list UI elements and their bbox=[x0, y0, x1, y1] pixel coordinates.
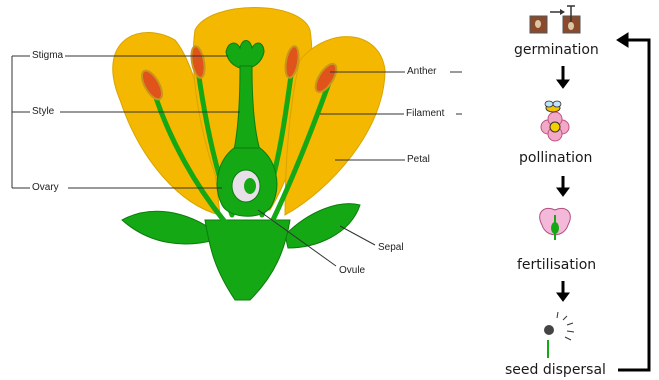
arrow-down-3 bbox=[557, 281, 569, 301]
ovary-label: Ovary bbox=[32, 182, 59, 193]
stage-germination: germination bbox=[514, 42, 599, 58]
petal-label: Petal bbox=[407, 154, 430, 165]
stage-seed-dispersal: seed dispersal bbox=[505, 362, 606, 378]
petal-right bbox=[285, 37, 385, 215]
pollination-icon bbox=[541, 101, 569, 141]
stage-fertilisation: fertilisation bbox=[517, 257, 596, 273]
stage-pollination: pollination bbox=[519, 150, 592, 166]
anther-label: Anther bbox=[407, 66, 436, 77]
fertilisation-icon bbox=[540, 208, 571, 240]
arrow-down-2 bbox=[557, 176, 569, 196]
ovule-hole bbox=[244, 178, 256, 194]
sepal-label: Sepal bbox=[378, 242, 404, 253]
sepal-right bbox=[285, 204, 360, 248]
seed-dispersal-icon bbox=[544, 312, 574, 358]
ovule-label: Ovule bbox=[339, 265, 365, 276]
arrow-return bbox=[617, 33, 649, 370]
germination-icon bbox=[530, 6, 580, 33]
sepal-left bbox=[122, 211, 215, 244]
style-label: Style bbox=[32, 106, 54, 117]
cycle-arrows bbox=[557, 33, 649, 370]
stigma-label: Stigma bbox=[32, 50, 63, 61]
filament-label: Filament bbox=[406, 108, 444, 119]
receptacle bbox=[205, 220, 290, 300]
arrow-down-1 bbox=[557, 66, 569, 88]
